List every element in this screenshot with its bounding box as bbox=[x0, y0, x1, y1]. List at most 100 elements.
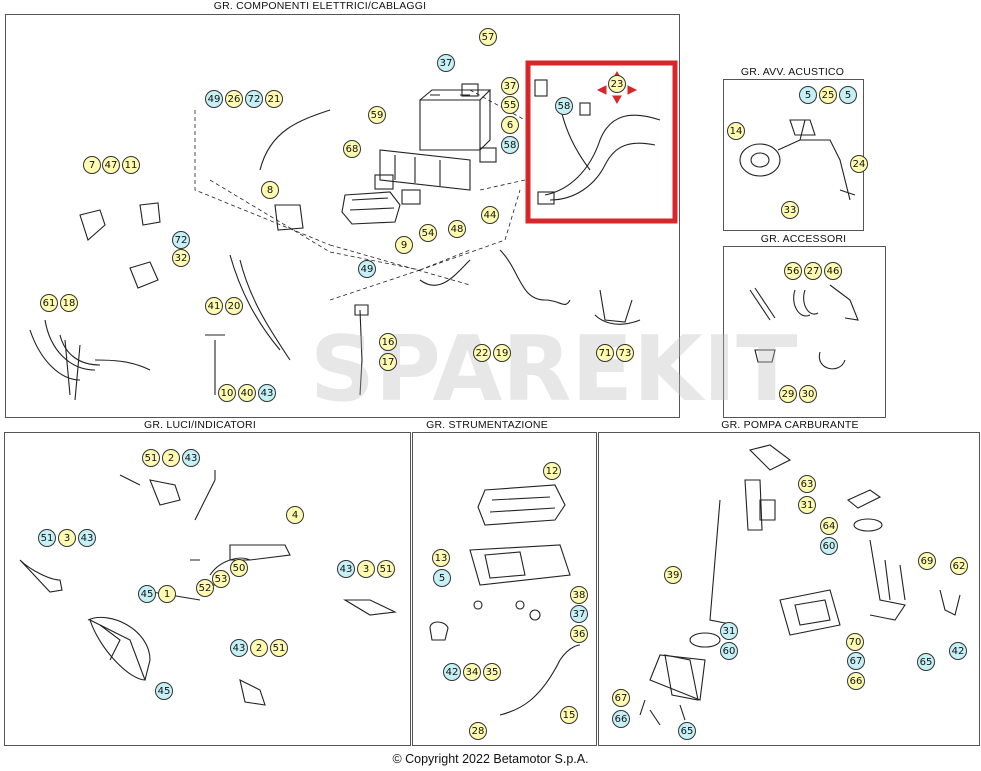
callout-fuelpump-64: 64 bbox=[820, 517, 838, 535]
callout-electric-44: 44 bbox=[481, 206, 499, 224]
callout-electric-16: 16 bbox=[379, 333, 397, 351]
callout-electric-47: 47 bbox=[102, 156, 120, 174]
callout-electric-37: 37 bbox=[437, 54, 455, 72]
callout-instruments-13: 13 bbox=[432, 549, 450, 567]
callout-lights-43: 43 bbox=[337, 560, 355, 578]
callout-lights-53: 53 bbox=[212, 570, 230, 588]
callout-electric-58: 58 bbox=[555, 97, 573, 115]
callout-electric-18: 18 bbox=[60, 294, 78, 312]
panel-title-lights: GR. LUCI/INDICATORI bbox=[144, 419, 256, 431]
callout-instruments-34: 34 bbox=[463, 663, 481, 681]
callout-electric-73: 73 bbox=[616, 344, 634, 362]
callout-horn-33: 33 bbox=[781, 201, 799, 219]
callout-fuelpump-70: 70 bbox=[846, 633, 864, 651]
callout-lights-43: 43 bbox=[78, 529, 96, 547]
callout-instruments-42: 42 bbox=[443, 663, 461, 681]
callout-electric-43: 43 bbox=[258, 384, 276, 402]
callout-lights-51: 51 bbox=[270, 639, 288, 657]
callout-horn-14: 14 bbox=[727, 122, 745, 140]
callout-electric-59: 59 bbox=[368, 106, 386, 124]
panel-fuelpump bbox=[598, 432, 980, 746]
callout-lights-51: 51 bbox=[38, 529, 56, 547]
callout-instruments-12: 12 bbox=[543, 462, 561, 480]
callout-lights-45: 45 bbox=[155, 682, 173, 700]
callout-electric-72: 72 bbox=[245, 90, 263, 108]
callout-instruments-15: 15 bbox=[560, 706, 578, 724]
callout-electric-71: 71 bbox=[596, 344, 614, 362]
callout-accessories-30: 30 bbox=[799, 385, 817, 403]
callout-electric-57: 57 bbox=[479, 28, 497, 46]
callout-lights-45: 45 bbox=[138, 585, 156, 603]
panel-title-fuelpump: GR. POMPA CARBURANTE bbox=[721, 419, 859, 431]
callout-lights-2: 2 bbox=[250, 639, 268, 657]
callout-accessories-46: 46 bbox=[824, 262, 842, 280]
callout-instruments-37: 37 bbox=[570, 605, 588, 623]
callout-electric-17: 17 bbox=[379, 353, 397, 371]
callout-fuelpump-31: 31 bbox=[720, 622, 738, 640]
callout-fuelpump-62: 62 bbox=[950, 557, 968, 575]
callout-electric-48: 48 bbox=[448, 220, 466, 238]
callout-electric-32: 32 bbox=[172, 249, 190, 267]
callout-electric-49: 49 bbox=[358, 260, 376, 278]
callout-electric-6: 6 bbox=[501, 116, 519, 134]
callout-horn-5: 5 bbox=[799, 86, 817, 104]
callout-lights-52: 52 bbox=[196, 579, 214, 597]
callout-electric-41: 41 bbox=[205, 297, 223, 315]
callout-lights-51: 51 bbox=[377, 560, 395, 578]
callout-lights-3: 3 bbox=[357, 560, 375, 578]
panel-title-horn: GR. AVV. ACUSTICO bbox=[740, 66, 845, 78]
callout-accessories-56: 56 bbox=[784, 262, 802, 280]
callout-electric-55: 55 bbox=[501, 96, 519, 114]
callout-lights-3: 3 bbox=[58, 529, 76, 547]
callout-lights-43: 43 bbox=[230, 639, 248, 657]
panel-instruments bbox=[412, 432, 597, 746]
callout-instruments-28: 28 bbox=[469, 722, 487, 740]
callout-fuelpump-39: 39 bbox=[664, 566, 682, 584]
callout-electric-11: 11 bbox=[122, 156, 140, 174]
callout-electric-72: 72 bbox=[172, 231, 190, 249]
copyright-notice: © Copyright 2022 Betamotor S.p.A. bbox=[392, 752, 589, 766]
callout-instruments-5: 5 bbox=[433, 569, 451, 587]
callout-instruments-35: 35 bbox=[483, 663, 501, 681]
callout-fuelpump-65: 65 bbox=[678, 722, 696, 740]
callout-lights-4: 4 bbox=[286, 506, 304, 524]
callout-electric-58: 58 bbox=[501, 136, 519, 154]
callout-accessories-29: 29 bbox=[779, 385, 797, 403]
callout-horn-5: 5 bbox=[839, 86, 857, 104]
callout-electric-68: 68 bbox=[343, 140, 361, 158]
callout-lights-1: 1 bbox=[158, 585, 176, 603]
callout-electric-26: 26 bbox=[225, 90, 243, 108]
callout-instruments-36: 36 bbox=[570, 625, 588, 643]
panel-title-instruments: GR. STRUMENTAZIONE bbox=[426, 419, 548, 431]
callout-electric-21: 21 bbox=[265, 90, 283, 108]
callout-electric-40: 40 bbox=[238, 384, 256, 402]
callout-fuelpump-69: 69 bbox=[918, 552, 936, 570]
callout-electric-22: 22 bbox=[473, 344, 491, 362]
callout-accessories-27: 27 bbox=[804, 262, 822, 280]
callout-fuelpump-60: 60 bbox=[720, 642, 738, 660]
callout-electric-19: 19 bbox=[493, 344, 511, 362]
panel-title-electric: GR. COMPONENTI ELETTRICI/CABLAGGI bbox=[213, 0, 427, 12]
callout-instruments-38: 38 bbox=[570, 586, 588, 604]
callout-fuelpump-67: 67 bbox=[847, 652, 865, 670]
callout-fuelpump-63: 63 bbox=[798, 475, 816, 493]
callout-electric-8: 8 bbox=[261, 181, 279, 199]
callout-electric-54: 54 bbox=[419, 224, 437, 242]
callout-horn-24: 24 bbox=[850, 155, 868, 173]
callout-fuelpump-65: 65 bbox=[917, 653, 935, 671]
callout-lights-51: 51 bbox=[142, 449, 160, 467]
callout-lights-50: 50 bbox=[230, 559, 248, 577]
callout-electric-23: 23 bbox=[608, 75, 626, 93]
callout-fuelpump-31: 31 bbox=[798, 496, 816, 514]
callout-fuelpump-67: 67 bbox=[612, 689, 630, 707]
panel-title-accessories: GR. ACCESSORI bbox=[760, 233, 847, 245]
panel-electric bbox=[5, 14, 680, 418]
callout-electric-7: 7 bbox=[83, 156, 101, 174]
callout-electric-9: 9 bbox=[395, 236, 413, 254]
callout-electric-61: 61 bbox=[40, 294, 58, 312]
callout-electric-37: 37 bbox=[501, 77, 519, 95]
callout-electric-10: 10 bbox=[218, 384, 236, 402]
callout-electric-49: 49 bbox=[205, 90, 223, 108]
callout-fuelpump-42: 42 bbox=[949, 642, 967, 660]
callout-horn-25: 25 bbox=[819, 86, 837, 104]
